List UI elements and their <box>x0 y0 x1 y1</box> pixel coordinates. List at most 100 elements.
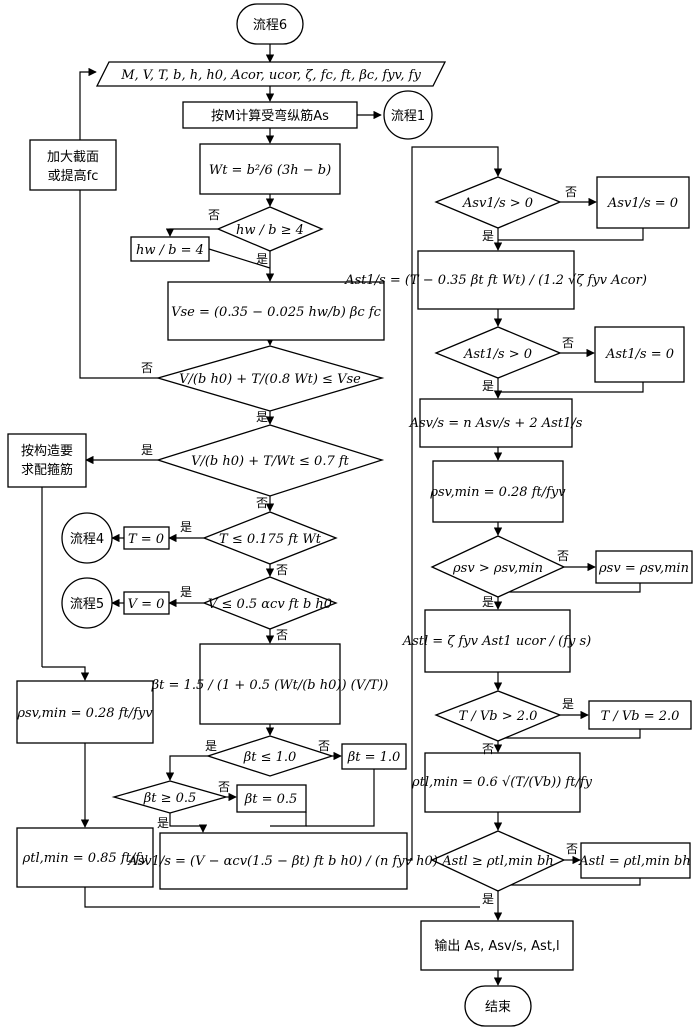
enlarge-label-1: 加大截面 <box>47 150 99 165</box>
line-half-join <box>270 812 307 827</box>
construct-label-2: 求配箍筋 <box>21 462 73 478</box>
asv1-zero-box <box>596 176 690 229</box>
rho-set-box <box>595 550 693 584</box>
construct-label-1: 按构造要 <box>21 444 73 459</box>
label-yes-asv1: 是 <box>482 229 494 243</box>
label-yes-hw: 是 <box>256 252 268 266</box>
label-no-ast1: 否 <box>562 336 574 350</box>
line-hwset-join <box>208 248 271 269</box>
end-label: 结束 <box>485 1000 511 1015</box>
astl-box <box>424 609 571 673</box>
label-yes-construct: 是 <box>141 443 153 457</box>
construct-box <box>7 433 87 488</box>
astl-check-decision <box>430 830 566 892</box>
astl-check-label: Astl ≥ ρtl,min bh <box>441 854 553 869</box>
asv1-check-label: Asv1/s > 0 <box>462 196 533 211</box>
label-no-astl: 否 <box>566 842 578 856</box>
flow5-label: 流程5 <box>70 597 104 612</box>
output-box <box>420 920 574 971</box>
rho-sv-right-box <box>432 460 564 523</box>
astl-label: Astl = ζ fyv Ast1 ucor / (fy s) <box>402 634 592 649</box>
rho-check-label: ρsv > ρsv,min <box>452 561 543 576</box>
rho-sv-left-box <box>16 680 154 744</box>
calc-as-label: 按M计算受弯纵筋As <box>211 108 329 124</box>
line-astlset-join <box>498 878 641 886</box>
start-terminal <box>236 3 304 45</box>
asv1-box <box>159 832 408 890</box>
rho-tl-right-label: ρtl,min = 0.6 √(T/(Vb)) ft/fy <box>411 775 593 790</box>
arrow-to-rho-sv-left <box>42 666 90 681</box>
label-no-v: 否 <box>276 628 288 642</box>
v0-label: V = 0 <box>128 597 165 612</box>
label-yes-t: 是 <box>180 520 192 534</box>
rho-tl-left-label: ρtl,min = 0.85 ft/fy <box>22 851 148 866</box>
tvb-set-box <box>588 700 692 730</box>
arrow-hw-yes <box>165 228 218 237</box>
input-parallelogram <box>95 61 447 87</box>
rho-tl-left-box <box>16 827 154 888</box>
label-yes-ast1: 是 <box>482 379 494 393</box>
beta-box <box>199 643 341 725</box>
construct-check-label: V/(b h0) + T/Wt ≤ 0.7 ft <box>191 454 350 469</box>
vse-box <box>167 281 385 341</box>
rho-sv-left-label: ρsv,min = 0.28 ft/fyv <box>16 706 153 721</box>
line-asv1zero-join <box>498 228 644 241</box>
flow1-label: 流程1 <box>391 109 425 124</box>
t0-label: T = 0 <box>128 532 164 547</box>
v-decision <box>202 576 338 630</box>
ast1-check-label: Ast1/s > 0 <box>463 347 532 362</box>
wt-label: Wt = b²/6 (3h − b) <box>209 163 331 178</box>
hw-decision <box>216 206 324 252</box>
arrow-left-to-right <box>407 146 503 861</box>
flow1-circle <box>383 90 433 140</box>
vse-label: Vse = (0.35 − 0.025 hw/b) βc fc <box>171 305 382 320</box>
asv1-decision <box>434 176 562 229</box>
label-yes-tvb: 是 <box>562 697 574 711</box>
label-yes-astl: 是 <box>482 892 494 906</box>
beta-one-box <box>341 743 407 770</box>
flow4-label: 流程4 <box>70 532 104 547</box>
enlarge-box <box>29 139 117 191</box>
asv1-zero-label: Asv1/s = 0 <box>607 196 678 211</box>
label-no-tvb: 否 <box>482 742 494 756</box>
label-yes-section: 是 <box>256 410 268 424</box>
label-yes-beta-ge: 是 <box>157 816 169 830</box>
astl-set-label: Astl = ρtl,min bh <box>578 854 690 869</box>
beta-le-label: βt ≤ 1.0 <box>243 750 297 765</box>
arrow-beta-ge-yes <box>169 813 208 833</box>
label-no-rho: 否 <box>557 549 569 563</box>
end-terminal <box>464 985 532 1027</box>
line-tvbset-join <box>498 729 641 739</box>
wt-box <box>199 143 341 195</box>
label-no-section: 否 <box>141 361 153 375</box>
arrow-section-no-loop <box>79 67 158 379</box>
line-rhoset-join <box>498 583 641 593</box>
ast1-zero-box <box>594 326 685 383</box>
label-no-construct: 否 <box>256 496 268 510</box>
ast1-zero-label: Ast1/s = 0 <box>605 347 674 362</box>
flow5-circle <box>61 577 113 629</box>
beta-one-label: βt = 1.0 <box>347 750 401 765</box>
hw-set-box <box>130 236 210 262</box>
beta-ge-label: βt ≥ 0.5 <box>143 791 197 806</box>
t-check-label: T ≤ 0.175 ft Wt <box>219 532 322 547</box>
label-no-hw: 否 <box>208 208 220 222</box>
rho-tl-right-box <box>424 752 581 813</box>
label-yes-beta-le: 是 <box>205 739 217 753</box>
flow4-circle <box>61 512 113 564</box>
section-check-label: V/(b h0) + T/(0.8 Wt) ≤ Vse <box>179 372 361 387</box>
hw-check-label: hw / b ≥ 4 <box>236 223 304 238</box>
beta-half-label: βt = 0.5 <box>244 792 298 807</box>
tvb-decision <box>434 690 562 742</box>
rho-sv-right-label: ρsv,min = 0.28 ft/fyv <box>429 485 566 500</box>
label-no-t: 否 <box>276 563 288 577</box>
rho-check-decision <box>430 535 566 598</box>
beta-ge-decision <box>111 780 229 814</box>
label-no-beta-ge: 否 <box>218 780 230 794</box>
start-label: 流程6 <box>253 18 287 33</box>
t-decision <box>202 511 338 565</box>
line-ast1zero-join <box>498 382 644 393</box>
label-no-asv1: 否 <box>565 185 577 199</box>
rho-set-label: ρsv = ρsv,min <box>598 561 689 576</box>
